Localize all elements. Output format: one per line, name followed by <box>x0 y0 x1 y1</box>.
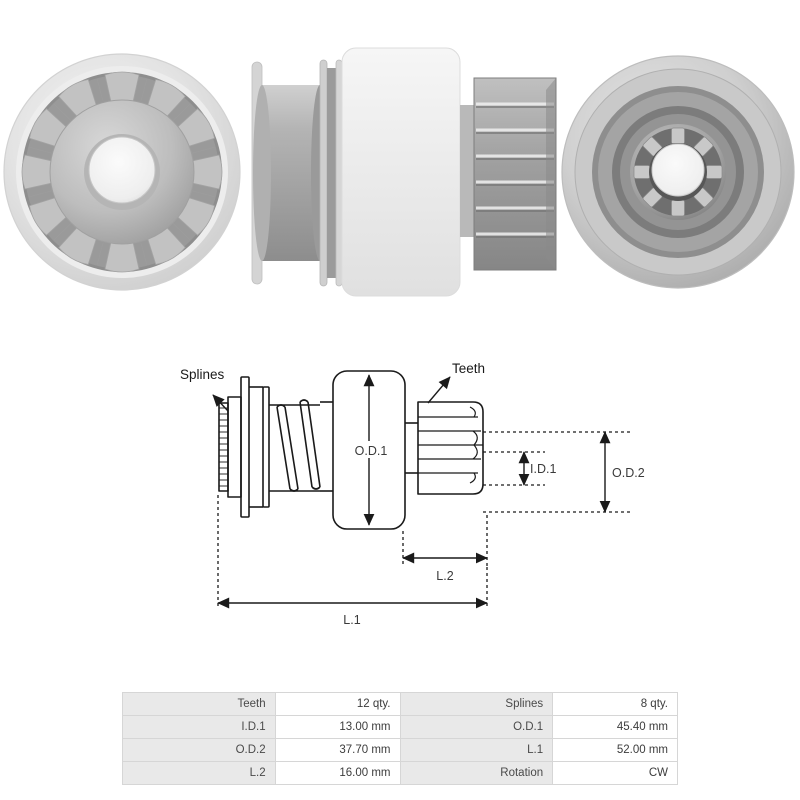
spec-label: Splines <box>399 692 554 716</box>
dimension-od2: O.D.2 <box>483 431 645 513</box>
callout-teeth-label: Teeth <box>452 361 485 376</box>
spec-label: L.1 <box>399 738 554 762</box>
spec-value: 8 qty. <box>552 692 678 716</box>
specifications-table: Teeth 12 qty. Splines 8 qty. I.D.1 13.00… <box>122 692 678 785</box>
pinion-teeth-block <box>473 77 557 271</box>
diagram-spline-shaft <box>218 396 242 498</box>
dimension-id1: I.D.1 <box>483 451 556 486</box>
diagram-main-body <box>332 370 406 530</box>
table-row: Teeth 12 qty. Splines 8 qty. <box>122 692 678 716</box>
spec-value: 37.70 mm <box>274 738 401 762</box>
spec-value: 16.00 mm <box>274 761 401 785</box>
diagram-flange-discs <box>240 376 270 518</box>
product-photo-side-view <box>250 0 565 345</box>
spec-label: Rotation <box>399 761 554 785</box>
technical-dimension-diagram: Splines Teeth O.D.1 I.D.1 O.D.2 <box>0 345 800 635</box>
dimension-od2-label: O.D.2 <box>612 466 645 480</box>
spec-value: 45.40 mm <box>552 715 678 739</box>
table-row: O.D.2 37.70 mm L.1 52.00 mm <box>122 738 678 762</box>
callout-teeth: Teeth <box>427 361 485 404</box>
table-row: I.D.1 13.00 mm O.D.1 45.40 mm <box>122 715 678 739</box>
product-photo-strip <box>0 0 800 345</box>
dimension-od1-label: O.D.1 <box>355 444 388 458</box>
diagram-pinion-block <box>417 401 484 495</box>
dimension-l2-label: L.2 <box>436 569 453 583</box>
spec-label: O.D.2 <box>122 738 276 762</box>
spec-value: 13.00 mm <box>274 715 401 739</box>
spec-value: 52.00 mm <box>552 738 678 762</box>
spec-label: L.2 <box>122 761 276 785</box>
dimension-od1: O.D.1 <box>355 374 388 526</box>
dimension-id1-label: I.D.1 <box>530 462 556 476</box>
dimension-l1-label: L.1 <box>343 613 360 627</box>
dimension-l2: L.2 <box>402 515 488 583</box>
side-view-illustration <box>251 47 557 297</box>
table-row: L.2 16.00 mm Rotation CW <box>122 761 678 785</box>
front-view-illustration <box>3 53 241 291</box>
dimension-l1: L.1 <box>217 495 488 627</box>
spec-label: I.D.1 <box>122 715 276 739</box>
callout-splines: Splines <box>180 367 229 412</box>
diagram-helical-barrel <box>269 399 333 492</box>
spec-value: 12 qty. <box>274 692 401 716</box>
rear-view-illustration <box>561 55 795 289</box>
product-photo-rear-view <box>560 0 800 345</box>
diagram-svg: Splines Teeth O.D.1 I.D.1 O.D.2 <box>180 361 645 627</box>
specifications-table-container: Teeth 12 qty. Splines 8 qty. I.D.1 13.00… <box>122 692 678 785</box>
spec-value: CW <box>552 761 678 785</box>
splined-bore <box>633 127 723 217</box>
diagram-neck <box>405 422 418 474</box>
callout-splines-label: Splines <box>180 367 225 382</box>
spec-label: O.D.1 <box>399 715 554 739</box>
product-photo-front-view <box>0 0 250 345</box>
spec-label: Teeth <box>122 692 276 716</box>
